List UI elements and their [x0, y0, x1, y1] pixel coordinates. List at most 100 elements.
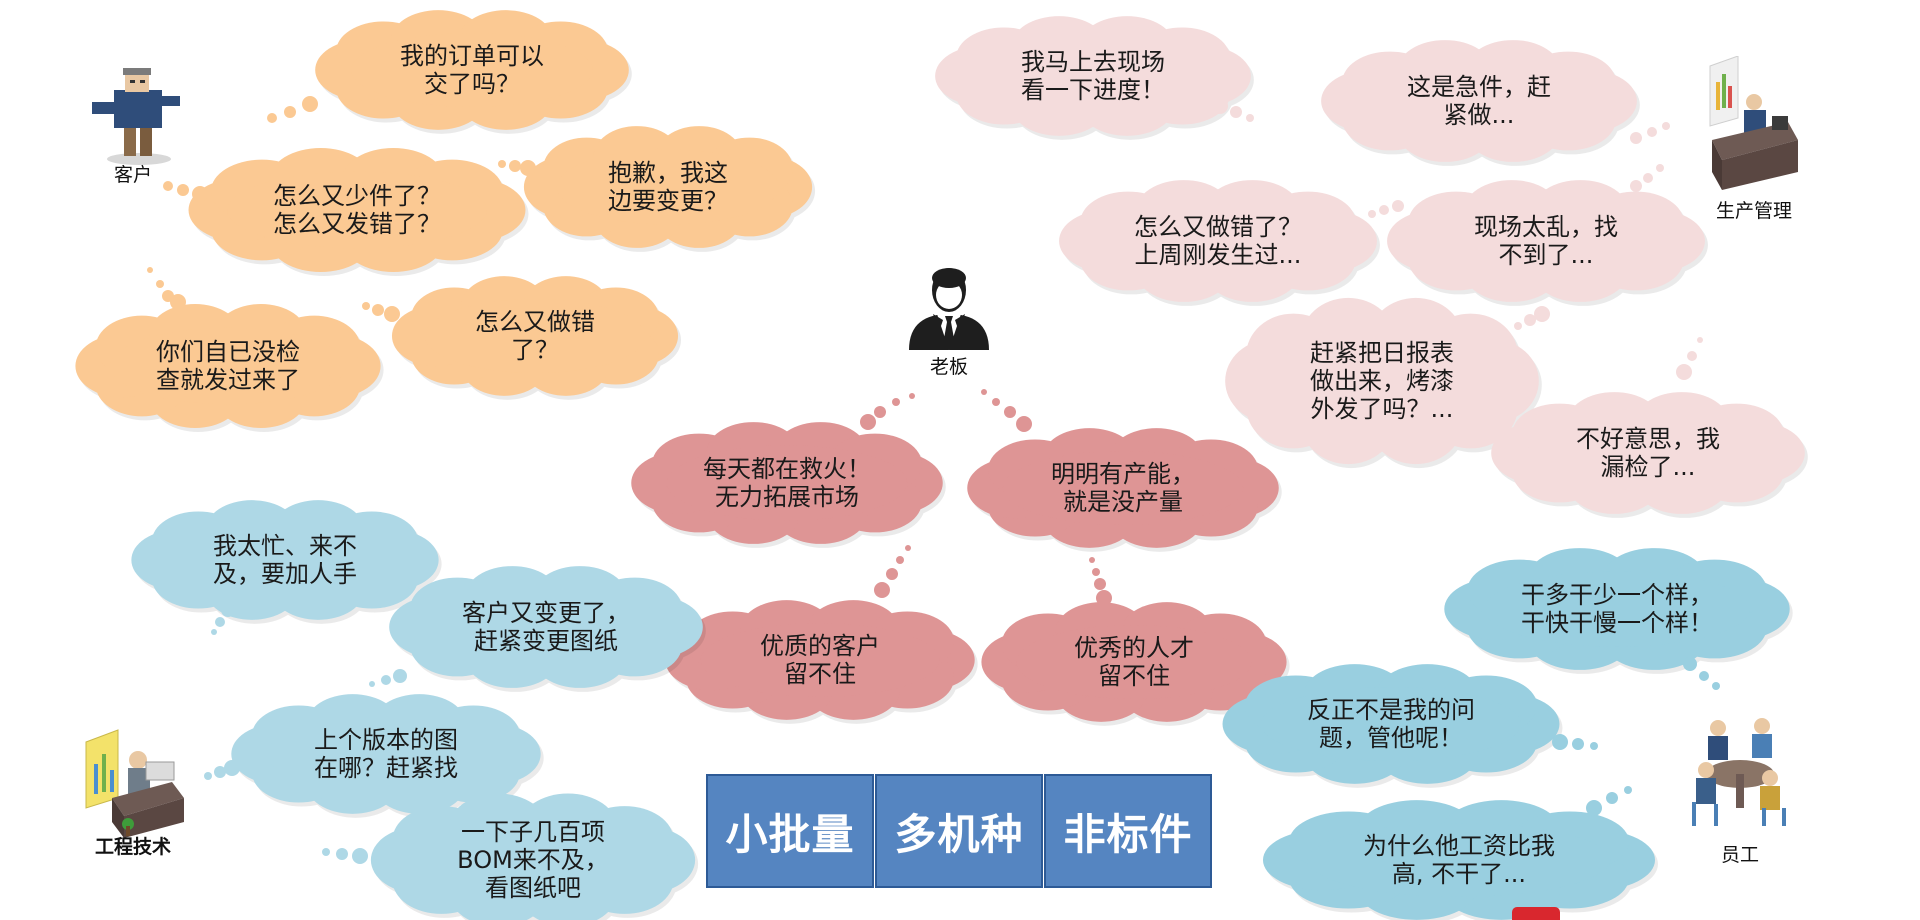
thought-cloud: 优秀的人才 留不住 — [981, 602, 1290, 726]
thought-cloud: 干多干少一个样， 干快干慢一个样！ — [1444, 548, 1793, 674]
thought-bubble-dot — [214, 766, 226, 778]
thought-cloud: 反正不是我的问 题，管他呢！ — [1222, 664, 1563, 788]
customer-label: 客户 — [113, 164, 153, 186]
thought-bubble-dot — [1697, 337, 1703, 343]
thought-bubble-dot — [1534, 306, 1550, 322]
customer-avatar — [84, 66, 194, 166]
cloud-shape — [1444, 548, 1793, 674]
thought-bubble-dot — [284, 106, 296, 118]
cloud-text: 反正不是我的问 题，管他呢！ — [1307, 695, 1475, 752]
thought-cloud: 怎么又少件了？ 怎么又发错了？ — [188, 147, 529, 277]
thought-bubble-dot — [211, 629, 217, 635]
thought-cloud: 明明有产能， 就是没产量 — [967, 428, 1282, 552]
thought-bubble-dot — [192, 186, 208, 202]
engineering-avatar — [80, 728, 190, 838]
cloud-shape — [1225, 297, 1542, 469]
thought-bubble-dot — [1230, 106, 1242, 118]
cloud-shape — [1059, 180, 1380, 306]
thought-bubble-dot — [163, 181, 173, 191]
thought-bubble-dot — [886, 568, 898, 580]
thought-bubble-dot — [170, 294, 186, 310]
cloud-text: 明明有产能， 就是没产量 — [1051, 459, 1195, 516]
thought-bubble-dot — [322, 848, 330, 856]
cloud-shape — [315, 10, 632, 134]
cloud-shape — [188, 147, 529, 277]
thought-bubble-dot — [1683, 657, 1697, 671]
staff-avatar — [1688, 712, 1792, 828]
thought-bubble-dot — [1630, 180, 1642, 192]
cloud-text: 我马上去现场 看一下进度！ — [1021, 47, 1165, 104]
production-avatar — [1692, 56, 1810, 190]
staff-meeting-icon — [1692, 718, 1786, 826]
thought-bubble-dot — [874, 582, 890, 598]
thought-cloud: 你们自已没检 查就发过来了 — [75, 303, 384, 433]
thought-bubble-dot — [520, 160, 536, 176]
thought-bubble-dot — [909, 393, 915, 399]
thought-cloud: 上个版本的图 在哪？赶紧找 — [231, 694, 544, 818]
staff-label: 员工 — [1720, 844, 1760, 866]
cloud-text: 抱歉，我这 边要变更？ — [608, 158, 728, 215]
thought-bubble-dot — [1687, 351, 1697, 361]
boss-avatar — [903, 262, 995, 350]
thought-cloud: 现场太乱，找 不到了... — [1387, 180, 1708, 306]
cloud-shape — [1222, 664, 1563, 788]
thought-bubble-dot — [362, 302, 370, 310]
thought-bubble-dot — [1590, 742, 1598, 750]
thought-bubble-dot — [1572, 738, 1584, 750]
thought-bubble-dot — [369, 681, 375, 687]
thought-cloud: 这是急件，赶 紧做... — [1321, 40, 1640, 166]
thought-bubble-dot — [393, 669, 407, 683]
thought-cloud: 怎么又做错了？ 上周刚发生过... — [1059, 180, 1380, 306]
thought-bubble-dot — [498, 160, 506, 168]
cloud-text: 优秀的人才 留不住 — [1074, 633, 1194, 690]
thought-bubble-dot — [215, 617, 225, 627]
thought-bubble-dot — [1624, 786, 1632, 794]
thought-bubble-dot — [1586, 800, 1602, 816]
thought-bubble-dot — [204, 772, 212, 780]
thought-cloud: 客户又变更了， 赶紧变更图纸 — [389, 566, 706, 692]
thought-bubble-dot — [1016, 416, 1032, 432]
thought-cloud: 我马上去现场 看一下进度！ — [935, 16, 1254, 140]
thought-cloud: 怎么又做错 了？ — [391, 276, 682, 400]
cloud-text: 不好意思，我 漏检了... — [1576, 424, 1720, 481]
cloud-text: 客户又变更了， 赶紧变更图纸 — [462, 598, 630, 655]
thought-bubble-dot — [874, 406, 886, 418]
cloud-shape — [131, 500, 442, 624]
cloud-text: 这是急件，赶 紧做... — [1407, 72, 1551, 129]
thought-bubble-dot — [221, 603, 235, 617]
cloud-text: 每天都在救火！ 无力拓展市场 — [703, 454, 871, 511]
manager-at-desk-icon — [1709, 56, 1798, 190]
banner-cell-multi-model: 多机种 — [875, 774, 1043, 888]
thought-cloud: 我的订单可以 交了吗？ — [315, 10, 632, 134]
cloud-text: 为什么他工资比我 高, 不干了... — [1363, 831, 1555, 888]
cloud-shape — [1387, 180, 1708, 306]
thought-cloud: 不好意思，我 漏检了... — [1491, 392, 1808, 518]
thought-bubble-dot — [1392, 200, 1404, 212]
thought-bubble-dot — [1368, 210, 1376, 218]
cloud-shape — [665, 600, 978, 724]
thought-bubble-dot — [1647, 127, 1657, 137]
cloud-text: 我的订单可以 交了吗？ — [400, 41, 544, 98]
cloud-shape — [231, 694, 544, 818]
thought-bubble-dot — [1656, 164, 1664, 172]
thought-cloud: 抱歉，我这 边要变更？ — [523, 126, 816, 252]
engineer-at-desk-icon — [85, 729, 184, 838]
thought-cloud: 一下子几百项 BOM来不及， 看图纸吧 — [370, 793, 699, 920]
thought-bubble-dot — [1699, 671, 1709, 681]
thought-bubble-dot — [1630, 132, 1642, 144]
production-label: 生产管理 — [1715, 200, 1793, 222]
cloud-text: 怎么又做错 了？ — [475, 307, 595, 364]
thought-bubble-dot — [267, 113, 277, 123]
cloud-shape — [389, 566, 706, 692]
cloud-shape — [981, 602, 1290, 726]
thought-bubble-dot — [892, 398, 900, 406]
cloud-shape — [1491, 392, 1808, 518]
thought-bubble-dot — [905, 545, 911, 551]
thought-bubble-dot — [1552, 734, 1568, 750]
thought-cloud: 我太忙、来不 及，要加人手 — [131, 500, 442, 624]
attribute-banner: 小批量 多机种 非标件 — [706, 774, 1212, 888]
thought-bubble-dot — [981, 389, 987, 395]
cloud-shape — [75, 303, 384, 433]
thought-cloud: 每天都在救火！ 无力拓展市场 — [631, 422, 946, 548]
